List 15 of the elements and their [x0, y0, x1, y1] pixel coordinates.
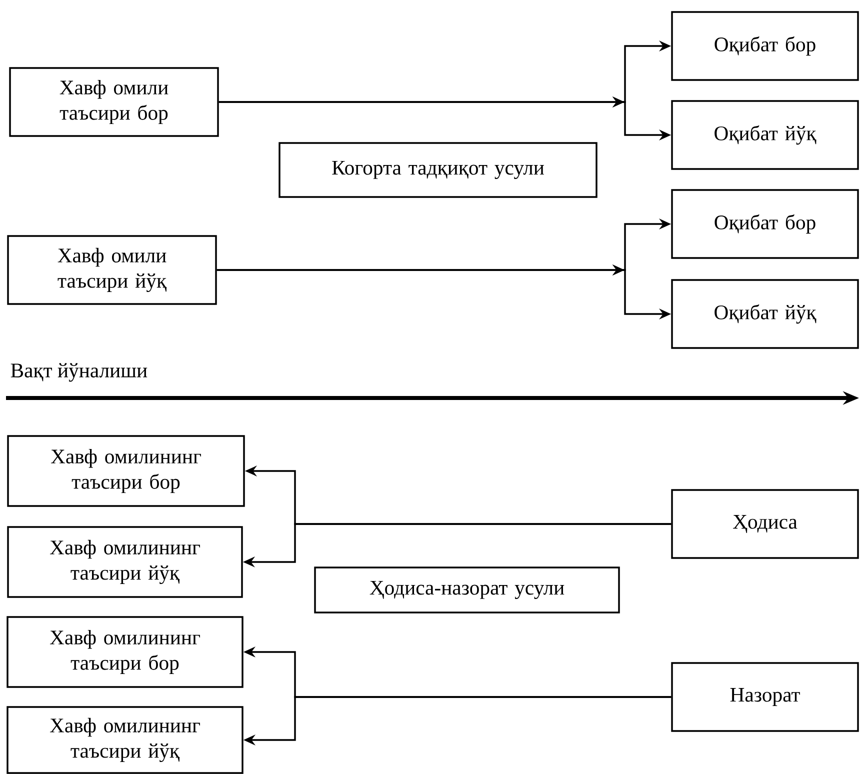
process-box: Оқибат бор: [671, 189, 859, 259]
process-box: Оқибат йўқ: [671, 100, 859, 170]
process-box: Хавф омилининг таъсири бор: [7, 435, 245, 507]
process-box: Оқибат бор: [671, 11, 859, 81]
axis-label: Вақт йўналиши: [10, 363, 148, 382]
method-box: Ҳодиса-назорат усули: [314, 566, 620, 614]
process-box: Назорат: [671, 662, 859, 732]
process-box: Оқибат йўқ: [671, 279, 859, 349]
method-box: Когорта тадқиқот усули: [278, 142, 598, 198]
process-box: Хавф омилининг таъсири йўқ: [7, 526, 243, 598]
process-box: Хавф омили таъсири йўқ: [7, 235, 217, 305]
process-box: Хавф омили таъсири бор: [9, 67, 219, 137]
process-box: Хавф омилининг таъсири йўқ: [6, 706, 244, 774]
process-box: Ҳодиса: [671, 489, 859, 559]
process-box: Хавф омилининг таъсири бор: [6, 616, 244, 688]
